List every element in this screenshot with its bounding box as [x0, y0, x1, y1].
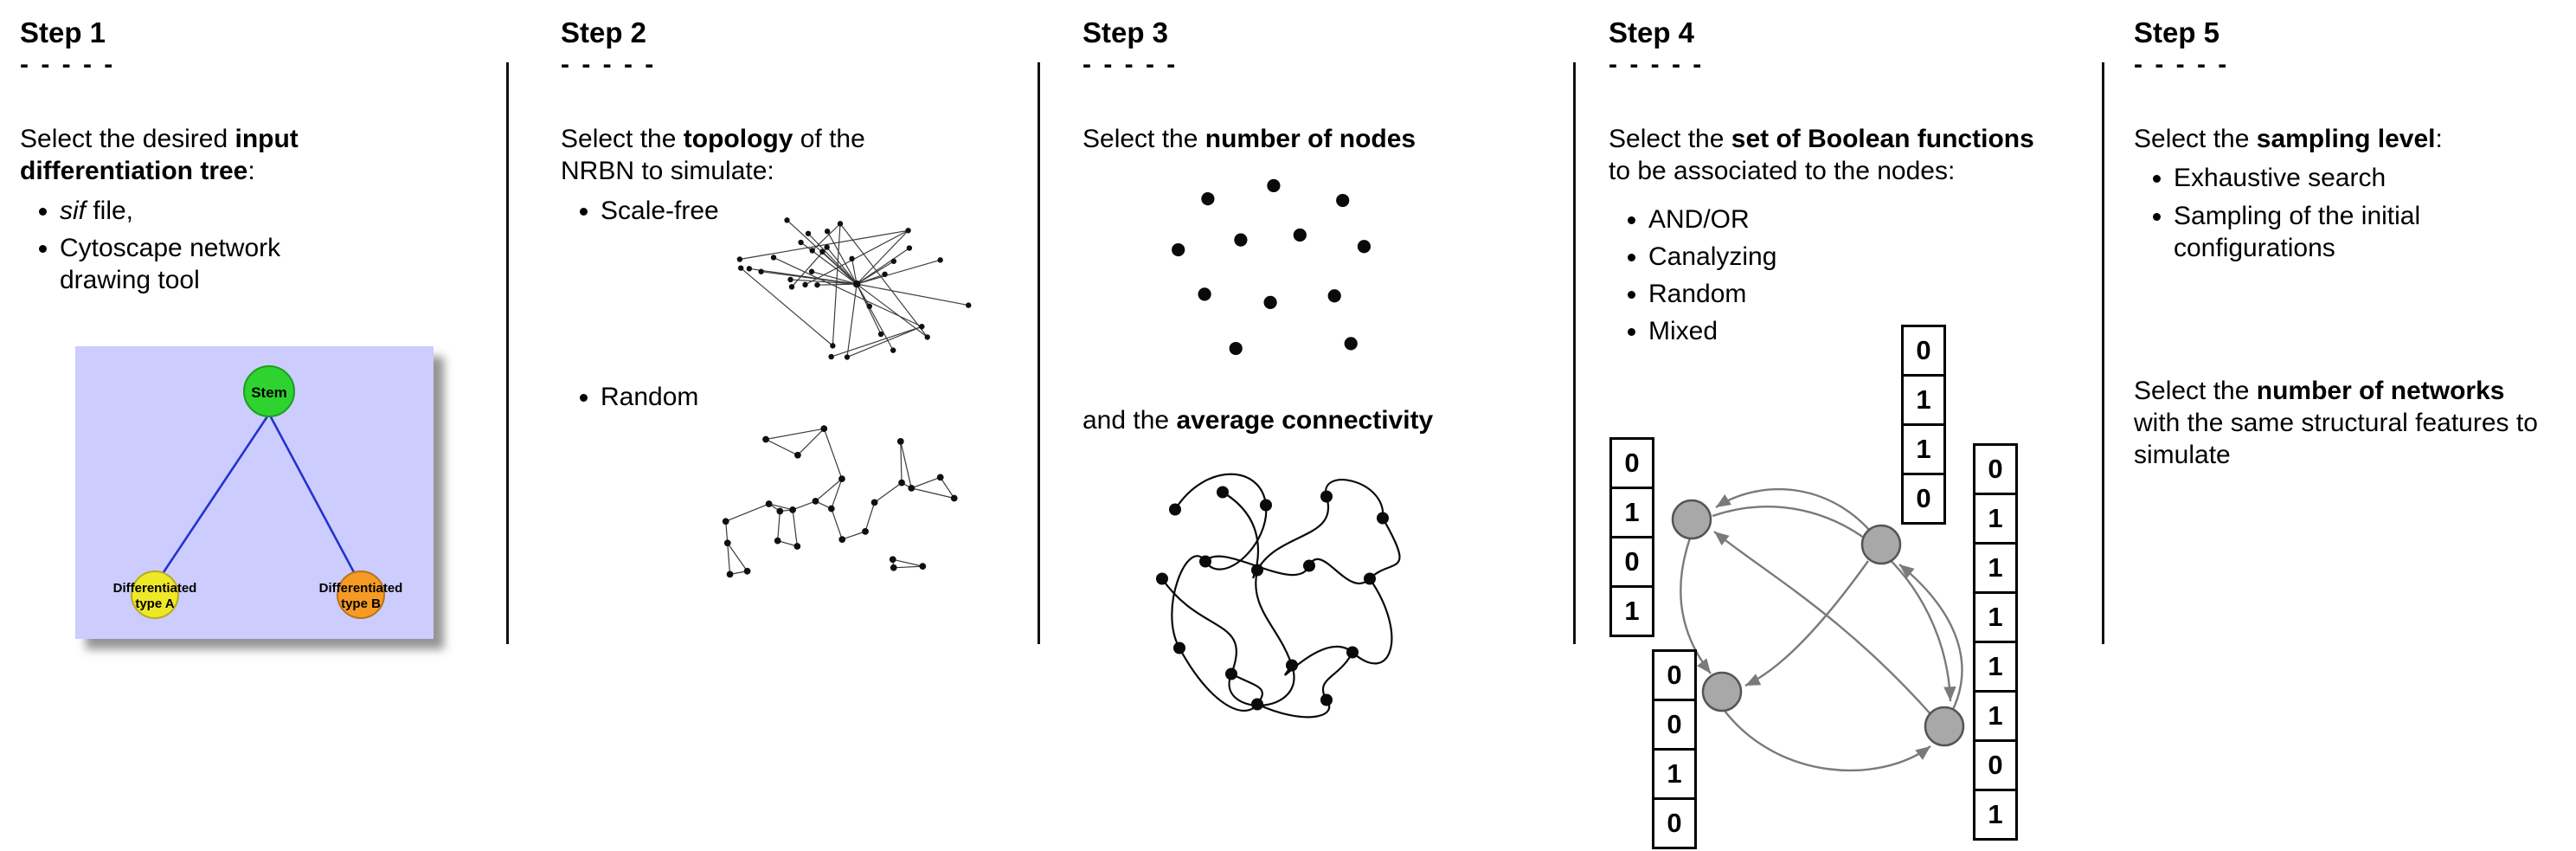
truth-table-cell: 0 — [1904, 475, 1943, 522]
type-b-node — [337, 571, 385, 620]
truth-table-cell: 1 — [1612, 489, 1652, 538]
column-divider — [506, 62, 509, 644]
step-5-bullet-exhaustive: Exhaustive search — [2174, 162, 2574, 194]
truth-table-cell: 1 — [1975, 693, 2015, 742]
tangle-nodes — [1156, 486, 1389, 711]
step-4-title: Step 4 — [1609, 16, 1695, 48]
step-1-intro: Select the desired input differentiation… — [20, 125, 299, 186]
type-a-label-line2: type A — [135, 596, 174, 611]
step-3-title: Step 3 — [1082, 16, 1169, 48]
type-a-label-line1: Differentiated — [113, 581, 197, 596]
step-2-panel: Step 2 - - - - - Select the topology of … — [509, 0, 1037, 851]
step-2-intro: Select the topology of the NRBN to simul… — [561, 125, 865, 186]
type-b-label-line1: Differentiated — [319, 581, 403, 596]
truth-table-cell: 1 — [1975, 495, 2015, 545]
truth-table-cell: 1 — [1975, 643, 2015, 693]
differentiation-tree-image: Stem Differentiated type A Differentiate… — [75, 346, 434, 640]
connectivity-tangle-image — [1156, 473, 1401, 719]
truth-table-cell: 0 — [1612, 538, 1652, 588]
step-5-intro: Select the sampling level: — [2134, 125, 2443, 154]
step-2-bullet-random: Random — [601, 381, 1037, 413]
column-divider — [1037, 62, 1040, 644]
truth-table-cell: 1 — [1612, 588, 1652, 635]
truth-table-cell: 0 — [1975, 446, 2015, 495]
step-3-dashes: - - - - - — [1082, 50, 1179, 80]
truth-table-cell: 0 — [1904, 327, 1943, 377]
step-4-bullet-mixed: Mixed — [1648, 315, 2102, 347]
scale-free-network-image — [736, 217, 972, 360]
truth-table-cell: 1 — [1975, 791, 2015, 838]
column-divider — [2102, 62, 2104, 644]
truth-table-cell: 1 — [1904, 426, 1943, 475]
truth-table-cell: 1 — [1975, 545, 2015, 594]
step-4-bullet-canalyzing: Canalyzing — [1648, 241, 2102, 273]
step-2-bullet-list: Scale-free Random — [561, 195, 1037, 413]
truth-table-cell: 1 — [1975, 594, 2015, 643]
random-network-image — [722, 425, 958, 578]
tree-edges — [153, 413, 363, 586]
step-4-intro: Select the set of Boolean functions to b… — [1609, 125, 2034, 186]
graph-arrows — [1680, 487, 1963, 772]
nodes-dots-image — [1172, 179, 1371, 356]
graph-node-a — [1671, 499, 1712, 540]
step-4-bullet-list: AND/OR Canalyzing Random Mixed — [1609, 203, 2102, 348]
step-1-title: Step 1 — [20, 16, 106, 48]
step-4-panel: Step 4 - - - - - Select the set of Boole… — [1576, 0, 2102, 851]
step-2-title: Step 2 — [561, 16, 647, 48]
tangle-edges — [1161, 473, 1401, 719]
step-3-panel: Step 3 - - - - - Select the number of no… — [1040, 0, 1573, 851]
step-1-bullet-cytoscape: Cytoscape network drawing tool — [60, 232, 357, 296]
type-a-node — [131, 571, 179, 620]
truth-table-cell: 0 — [1654, 800, 1694, 847]
step-3-connectivity-text: and the average connectivity — [1082, 406, 1434, 435]
type-b-label-line2: type B — [341, 596, 381, 611]
graph-node-d — [1924, 706, 1965, 747]
step-4-bullet-random: Random — [1648, 278, 2102, 310]
step-1-bullet-list: sif file, Cytoscape network drawing tool — [20, 195, 357, 297]
stem-node-label: Stem — [251, 384, 287, 401]
step-1-panel: Step 1 - - - - - Select the desired inpu… — [0, 0, 506, 851]
step-4-bullet-andor: AND/OR — [1648, 203, 2102, 235]
step-4-dashes: - - - - - — [1609, 50, 1705, 80]
graph-node-c — [1701, 671, 1743, 712]
step-1-dashes: - - - - - — [20, 50, 116, 80]
truth-table-cell: 0 — [1612, 440, 1652, 489]
step-5-title: Step 5 — [2134, 16, 2220, 48]
step-2-bullet-scale-free: Scale-free — [601, 195, 1037, 227]
step-5-panel: Step 5 - - - - - Select the sampling lev… — [2104, 0, 2574, 851]
truth-table-cell: 0 — [1654, 701, 1694, 751]
graph-node-b — [1860, 524, 1902, 565]
stem-node — [243, 365, 295, 418]
step-5-bullet-sampling: Sampling of the initial configurations — [2174, 200, 2574, 264]
truth-table-cell: 1 — [1654, 751, 1694, 800]
step-5-bullet-list: Exhaustive search Sampling of the initia… — [2134, 162, 2574, 264]
graph-nodes — [1671, 499, 1965, 747]
step-1-bullet-sif: sif file, — [60, 195, 357, 227]
truth-table-cell: 0 — [1975, 742, 2015, 791]
column-divider — [1573, 62, 1576, 644]
step-5-networks-text: Select the number of networks with the s… — [2134, 377, 2538, 470]
truth-table-cell: 0 — [1654, 652, 1694, 701]
differentiation-tree-svg: Stem Differentiated type A Differentiate… — [75, 346, 434, 640]
step-3-intro: Select the number of nodes — [1082, 125, 1416, 154]
node-dots — [1172, 179, 1371, 356]
truth-table-cell: 1 — [1904, 377, 1943, 426]
step-5-dashes: - - - - - — [2134, 50, 2230, 80]
step-2-dashes: - - - - - — [561, 50, 657, 80]
